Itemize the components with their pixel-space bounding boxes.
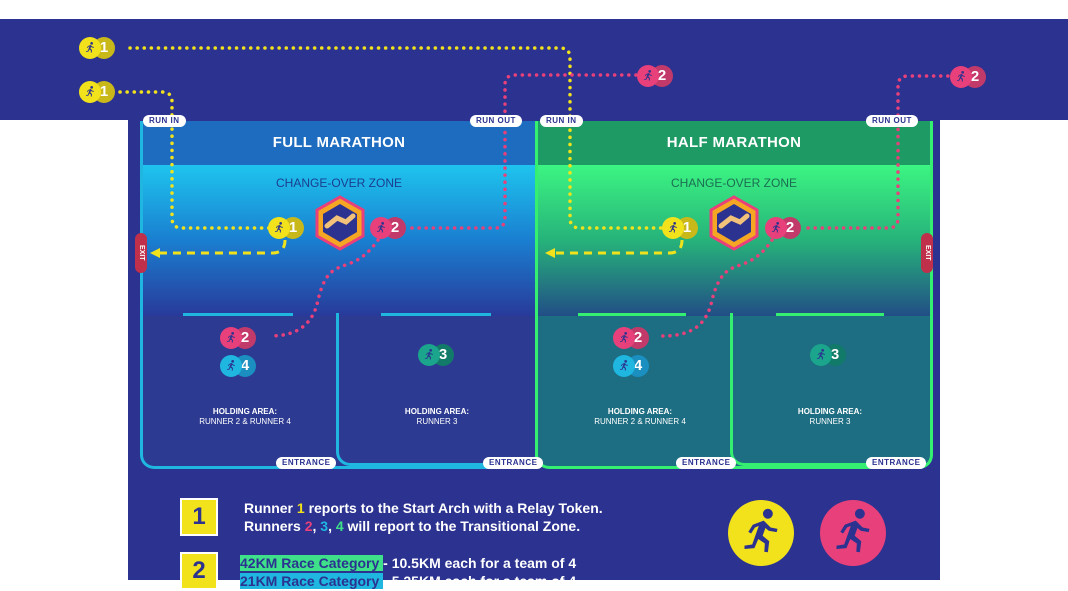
half-exit-path xyxy=(555,239,684,255)
half-run-in-tag: RUN IN xyxy=(540,115,583,127)
holding-runners: RUNNER 2 & RUNNER 4 xyxy=(594,417,686,426)
step-1-line-2: Runners 2, 3, 4 will report to the Trans… xyxy=(244,518,581,534)
runner-icon xyxy=(765,217,787,239)
half-exit-tag: EXIT xyxy=(921,233,933,273)
runner-icon xyxy=(220,327,242,349)
runner-icon xyxy=(268,217,290,239)
half-holding-divider xyxy=(730,313,927,466)
half-entrance-tag-a: ENTRANCE xyxy=(676,457,737,469)
runner-icon xyxy=(220,355,242,377)
runner-1-badge: 1 xyxy=(79,81,115,103)
full-entrance-tag-a: ENTRANCE xyxy=(276,457,337,469)
runner-3-badge: 3 xyxy=(418,344,454,366)
holding-runners: RUNNER 3 xyxy=(809,417,851,426)
full-exit-path xyxy=(160,239,287,255)
runner-2-badge: 2 xyxy=(220,327,256,349)
runner2-full-holding xyxy=(268,238,380,338)
full-marathon-zone: FULL MARATHON CHANGE-OVER ZONE xyxy=(140,121,538,469)
runner-1-badge: 1 xyxy=(268,217,304,239)
half-marathon-zone: HALF MARATHON CHANGE-OVER ZONE xyxy=(535,121,933,469)
half-handoff-icon xyxy=(709,195,759,251)
full-run-out-tag: RUN OUT xyxy=(470,115,522,127)
runner-1-badge: 1 xyxy=(79,37,115,59)
runner2-half-route xyxy=(803,74,957,230)
runner-icon xyxy=(418,344,440,366)
runner-icon xyxy=(370,217,392,239)
full-holding-bar-b xyxy=(381,313,491,316)
half-holding-bar-b xyxy=(776,313,884,316)
full-holding-area-a: HOLDING AREA: RUNNER 2 & RUNNER 4 xyxy=(160,407,330,427)
half-holding-area-a: HOLDING AREA: RUNNER 2 & RUNNER 4 xyxy=(555,407,725,427)
top-band xyxy=(0,19,1068,120)
full-changeover-label: CHANGE-OVER ZONE xyxy=(275,176,402,190)
runner-icon xyxy=(613,327,635,349)
runner-1-badge: 1 xyxy=(662,217,698,239)
holding-runners: RUNNER 3 xyxy=(416,417,458,426)
step-2-line-1: 42KM Race Category - 10.5KM each for a t… xyxy=(240,555,577,571)
runner1-half-route xyxy=(118,90,272,230)
step-2-line-2: 21KM Race Category - 5.25KM each for a t… xyxy=(240,573,577,589)
runner-4-badge: 4 xyxy=(613,355,649,377)
full-exit-arrow xyxy=(150,248,160,258)
runner-icon xyxy=(950,66,972,88)
runner-2-badge: 2 xyxy=(613,327,649,349)
half-marathon-title: HALF MARATHON xyxy=(666,134,802,151)
holding-title: HOLDING AREA: xyxy=(404,407,470,416)
runner-icon xyxy=(810,344,832,366)
holding-title: HOLDING AREA: xyxy=(607,407,673,416)
runner-2-badge: 2 xyxy=(637,65,673,87)
half-holding-bar-a xyxy=(578,313,686,316)
half-run-out-tag: RUN OUT xyxy=(866,115,918,127)
runner-icon xyxy=(79,81,101,103)
runner-2-badge: 2 xyxy=(765,217,801,239)
half-holding-area-b: HOLDING AREA: RUNNER 3 xyxy=(745,407,915,427)
runner-2-badge: 2 xyxy=(370,217,406,239)
runner-4-badge: 4 xyxy=(220,355,256,377)
runner-3-badge: 3 xyxy=(810,344,846,366)
full-entrance-tag-b: ENTRANCE xyxy=(483,457,544,469)
step-2-badge: 2 xyxy=(180,552,218,590)
holding-title: HOLDING AREA: xyxy=(212,407,278,416)
holding-runners: RUNNER 2 & RUNNER 4 xyxy=(199,417,291,426)
half-entrance-tag-b: ENTRANCE xyxy=(866,457,927,469)
runner2-full-route xyxy=(408,73,638,230)
step-1-line-1: Runner 1 reports to the Start Arch with … xyxy=(244,500,603,516)
full-holding-bar-a xyxy=(183,313,293,316)
full-holding-divider xyxy=(336,313,532,466)
runner-icon xyxy=(79,37,101,59)
full-run-in-tag: RUN IN xyxy=(143,115,186,127)
runner2-half-holding xyxy=(660,238,774,338)
runner-icon xyxy=(662,217,684,239)
full-holding-area-b: HOLDING AREA: RUNNER 3 xyxy=(352,407,522,427)
full-marathon-title: FULL MARATHON xyxy=(272,134,406,151)
runner-pink-icon xyxy=(820,500,886,566)
step-1-badge: 1 xyxy=(180,498,218,536)
half-exit-arrow xyxy=(545,248,555,258)
full-handoff-icon xyxy=(315,195,365,251)
runner-icon xyxy=(613,355,635,377)
runner-icon xyxy=(637,65,659,87)
runner-yellow-icon xyxy=(728,500,794,566)
holding-title: HOLDING AREA: xyxy=(797,407,863,416)
runner-2-badge: 2 xyxy=(950,66,986,88)
full-exit-tag: EXIT xyxy=(135,233,147,273)
runner1-full-route xyxy=(128,46,670,230)
half-changeover-label: CHANGE-OVER ZONE xyxy=(670,176,797,190)
